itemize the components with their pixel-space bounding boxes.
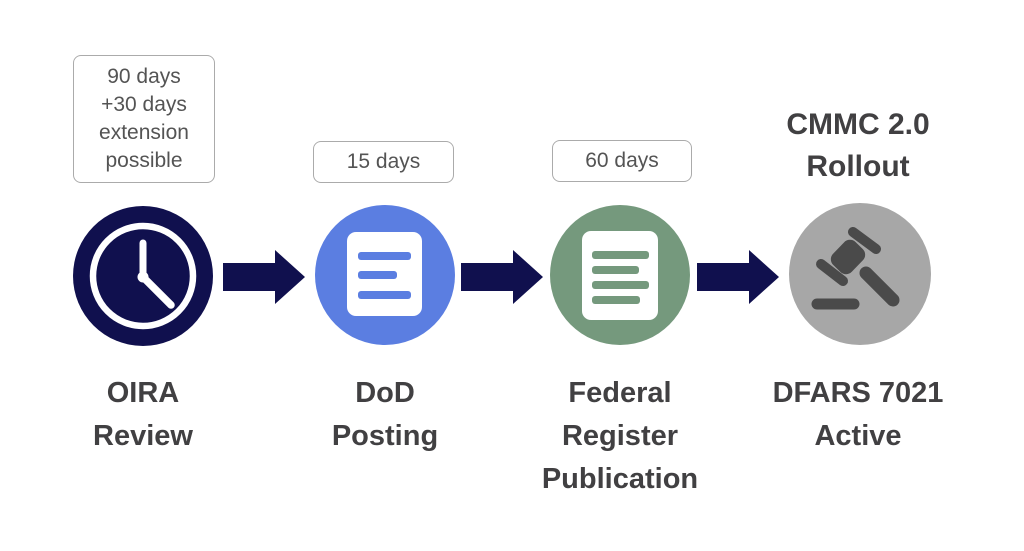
arrow-right-icon <box>697 250 779 304</box>
step-label-oira-review: OIRA Review <box>93 377 193 452</box>
step-circle-dfars-active <box>789 203 931 345</box>
note-box-oira-duration: 90 days +30 days extension possible <box>73 55 215 183</box>
step-circle-federal-register <box>550 205 690 345</box>
note-box-dod-duration: 15 days <box>313 141 454 183</box>
arrow-right-icon <box>461 250 543 304</box>
note-text: 60 days <box>585 149 659 172</box>
clock-icon <box>73 206 213 346</box>
note-text: 90 days +30 days extension possible <box>99 65 189 172</box>
arrow-right-icon <box>223 250 305 304</box>
note-box-fedreg-duration: 60 days <box>552 140 692 182</box>
step-circle-oira-review <box>73 206 213 346</box>
step-circle-dod-posting <box>315 205 455 345</box>
step-label-dod-posting: DoD Posting <box>331 377 439 452</box>
document-icon <box>315 205 455 345</box>
gavel-icon <box>789 203 931 345</box>
headline-cmmc-rollout: CMMC 2.0 Rollout <box>786 108 930 183</box>
note-text: 15 days <box>346 150 421 173</box>
step-label-dfars-7021-active: DFARS 7021 Active <box>772 377 944 452</box>
step-label-federal-register-publication: Federal Register Publication <box>541 377 699 495</box>
document-icon <box>550 205 690 345</box>
